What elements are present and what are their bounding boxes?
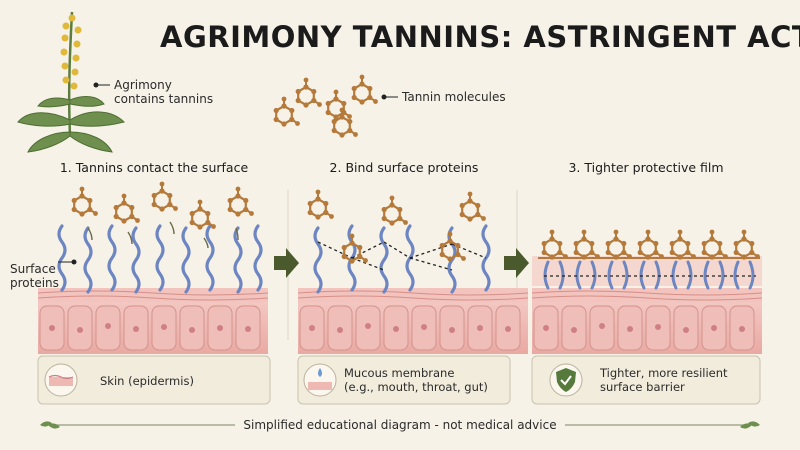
skin-layer-icon xyxy=(44,363,78,397)
caption-barrier: Tighter, more resilient surface barrier xyxy=(600,366,728,394)
page-title: AGRIMONY TANNINS: ASTRINGENT ACTION xyxy=(160,20,800,54)
shield-check-icon xyxy=(549,363,583,397)
surface-proteins-label: Surface proteins xyxy=(10,262,59,290)
plant-label: Agrimony contains tannins xyxy=(114,78,214,106)
step-1-heading: 1. Tannins contact the surface xyxy=(59,160,249,175)
agrimony-plant-icon xyxy=(17,11,125,153)
leaf-ornament-right-icon xyxy=(740,421,760,429)
caption-mucous: Mucous membrane (e.g., mouth, throat, gu… xyxy=(344,366,488,394)
leaf-ornament-left-icon xyxy=(40,421,60,429)
panel-3-film xyxy=(531,228,763,355)
footer-disclaimer: Simplified educational diagram - not med… xyxy=(0,418,800,432)
molecule-label: Tannin molecules xyxy=(402,90,506,104)
caption-box-barrier xyxy=(531,355,761,405)
panel-1-contact xyxy=(37,180,269,355)
arrow-2-icon xyxy=(504,248,529,278)
arrow-1-icon xyxy=(274,248,299,278)
caption-box-skin xyxy=(37,355,271,405)
mucous-droplet-icon xyxy=(303,363,337,397)
caption-skin: Skin (epidermis) xyxy=(100,374,194,388)
step-2-heading: 2. Bind surface proteins xyxy=(329,160,479,175)
tannin-molecules-icon xyxy=(272,73,379,139)
panel-2-bind xyxy=(297,188,529,355)
caption-box-mucous xyxy=(297,355,511,405)
step-3-heading: 3. Tighter protective film xyxy=(568,160,724,175)
